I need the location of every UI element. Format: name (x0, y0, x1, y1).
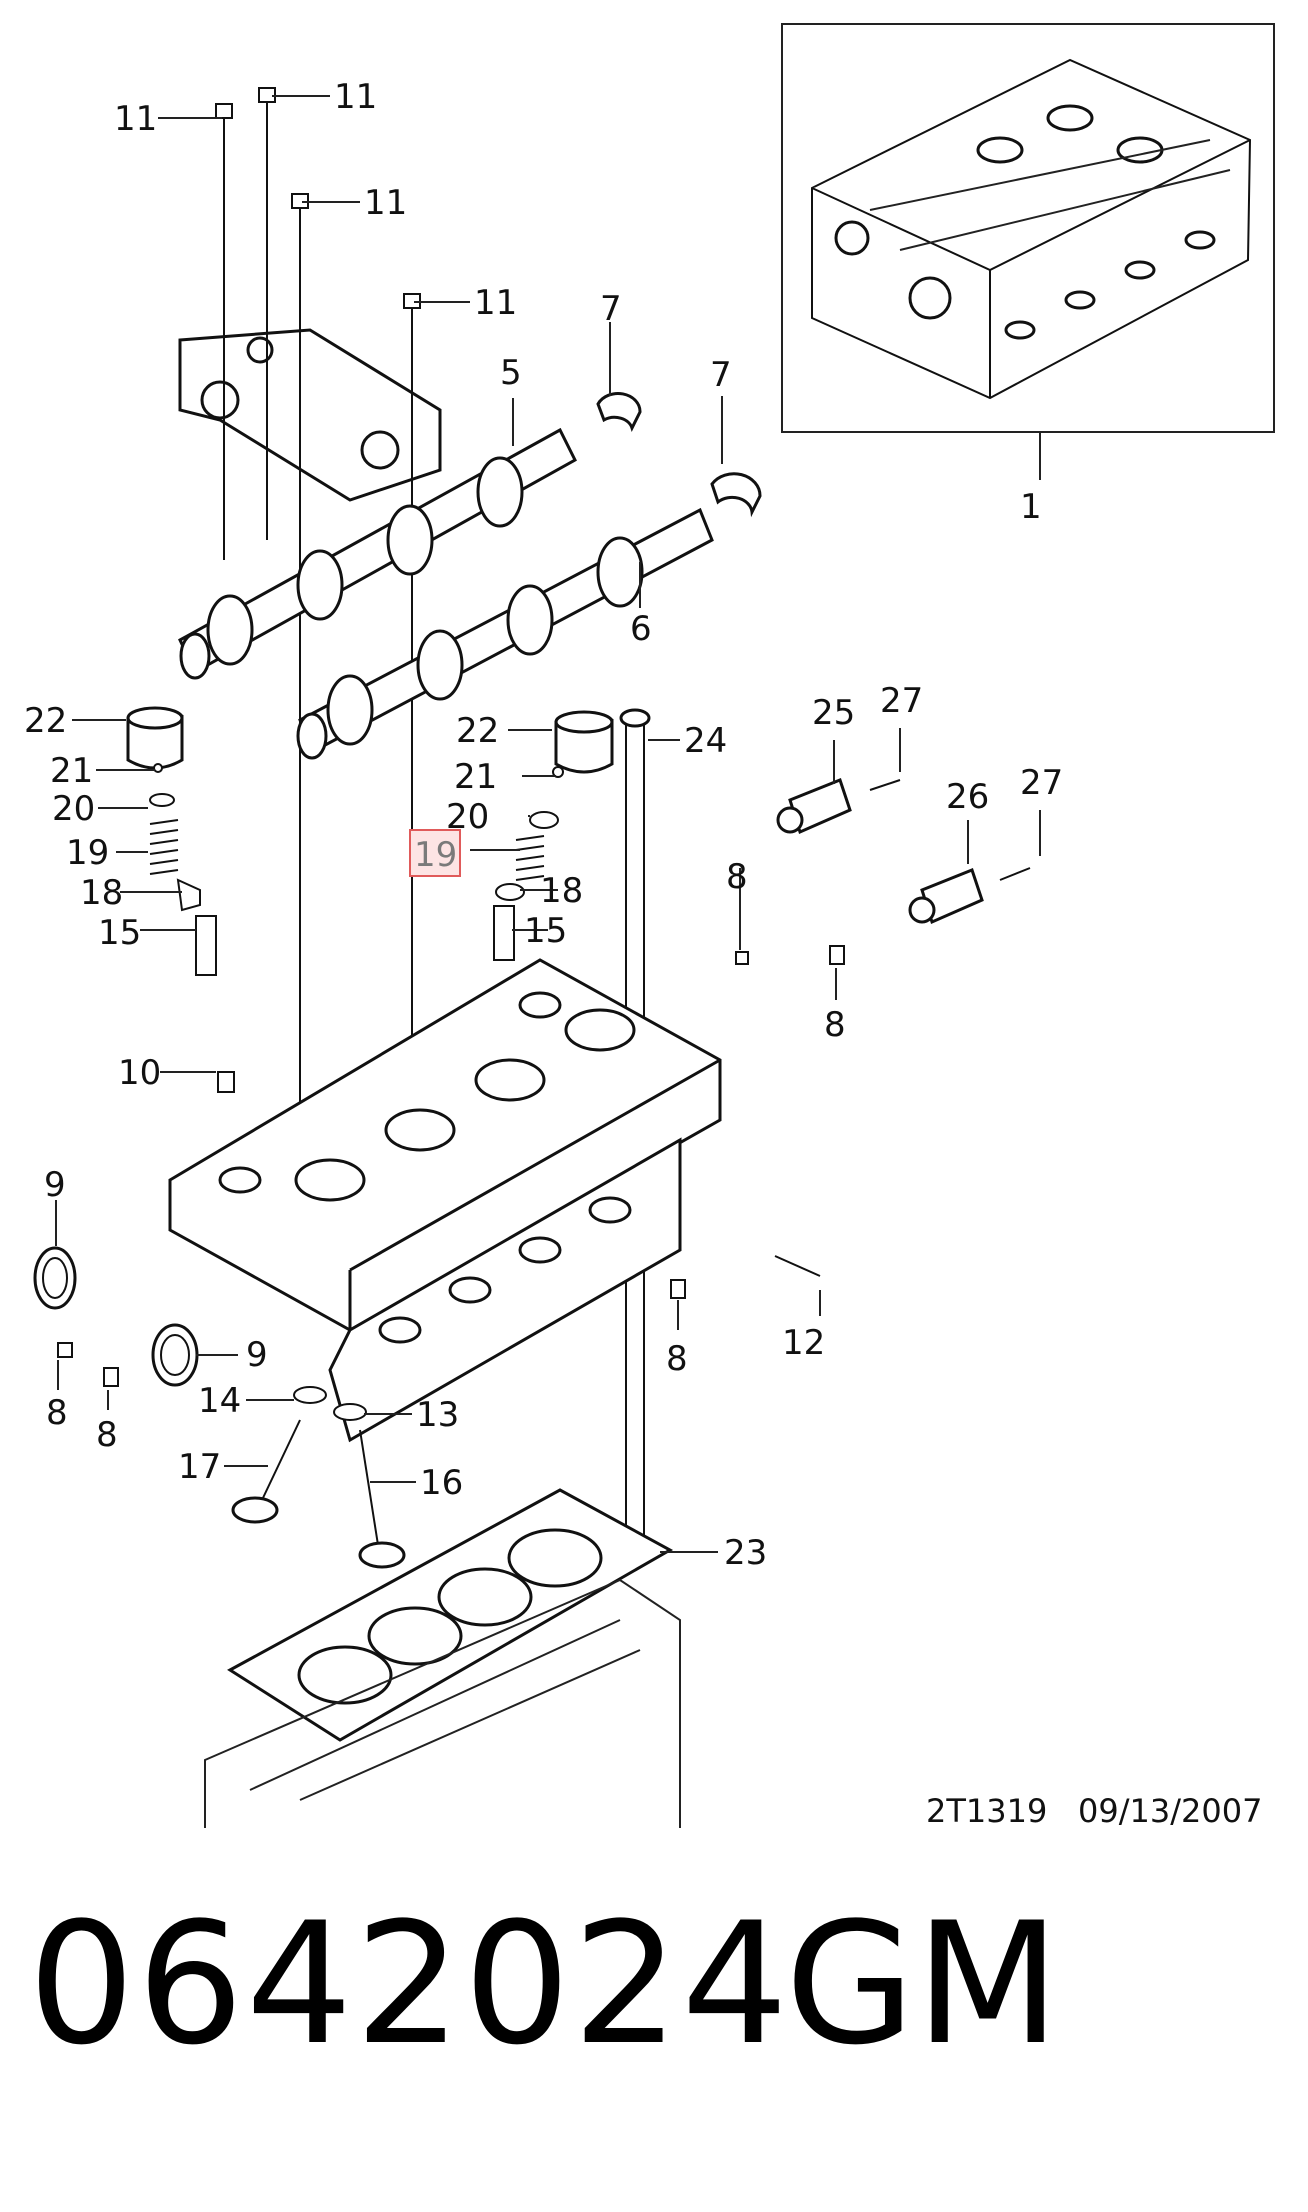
callout-22b: 22 (456, 711, 499, 751)
callout-8d: 8 (46, 1393, 68, 1433)
leader-lines (55, 95, 1041, 1553)
callout-11b: 11 (334, 77, 377, 117)
callout-26: 26 (946, 777, 989, 817)
callout-15b: 15 (524, 911, 567, 951)
callout-6: 6 (630, 609, 652, 649)
callout-10: 10 (118, 1053, 161, 1093)
callout-21a: 21 (50, 751, 93, 791)
callout-18b: 18 (540, 871, 583, 911)
intake-camshaft (178, 427, 577, 680)
highlight-box-19 (409, 829, 461, 877)
camshaft-position-sensors (776, 778, 1031, 925)
callout-8e: 8 (96, 1415, 118, 1455)
head-gasket (227, 1488, 674, 1742)
callout-16: 16 (420, 1463, 463, 1503)
brand-label: GM (785, 1886, 1061, 2082)
callout-11c: 11 (364, 183, 407, 223)
callout-27a: 27 (880, 681, 923, 721)
callout-11d: 11 (474, 283, 517, 323)
stud-12 (774, 1255, 821, 1277)
callout-labels: 1 5 6 7 7 8 8 8 8 8 9 9 10 11 11 11 11 1… (24, 77, 1063, 1573)
valves (231, 1386, 406, 1569)
callout-21b: 21 (454, 757, 497, 797)
left-valve-train-stack (126, 706, 217, 976)
camshaft-seal-7 (596, 392, 762, 518)
callout-9a: 9 (44, 1165, 66, 1205)
callout-9b: 9 (246, 1335, 268, 1375)
callout-8a: 8 (726, 857, 748, 897)
callout-8b: 8 (824, 1005, 846, 1045)
inset-assembly-view (781, 23, 1275, 480)
callout-20a: 20 (52, 789, 95, 829)
middle-valve-train-stack (493, 710, 614, 961)
callout-22a: 22 (24, 701, 67, 741)
callout-18a: 18 (80, 873, 123, 913)
callout-24: 24 (684, 721, 727, 761)
callout-15a: 15 (98, 913, 141, 953)
reference-code: 2T1319 (926, 1792, 1047, 1830)
seals-9 (33, 1246, 199, 1387)
callout-23: 23 (724, 1533, 767, 1573)
callout-20b: 20 (446, 797, 489, 837)
callout-7b: 7 (710, 355, 732, 395)
callout-13: 13 (416, 1395, 459, 1435)
engine-block-outline (204, 1578, 681, 1828)
callout-14: 14 (198, 1381, 241, 1421)
exhaust-camshaft (296, 507, 714, 760)
cylinder-head-body (168, 958, 722, 1443)
callout-1: 1 (1020, 487, 1042, 527)
callout-27b: 27 (1020, 763, 1063, 803)
reference-date: 09/13/2007 (1078, 1792, 1262, 1830)
callout-17: 17 (178, 1447, 221, 1487)
callout-19b-highlighted: 19 (414, 835, 457, 875)
callout-11a: 11 (114, 99, 157, 139)
camshaft-bearing-cap (178, 328, 442, 502)
callout-19a: 19 (66, 833, 109, 873)
callout-8c: 8 (666, 1339, 688, 1379)
callout-5: 5 (500, 353, 522, 393)
callout-25: 25 (812, 693, 855, 733)
callout-12: 12 (782, 1323, 825, 1363)
callout-7a: 7 (600, 289, 622, 329)
part-number: 0642024 (28, 1886, 791, 2082)
dowel-pins-8 (57, 945, 845, 1387)
